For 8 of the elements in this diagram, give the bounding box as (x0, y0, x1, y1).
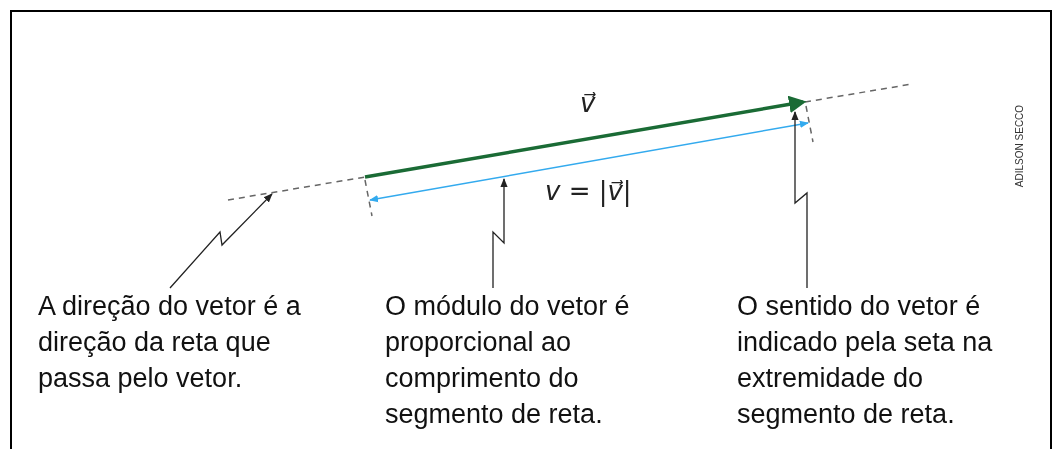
leader-line (169, 193, 273, 289)
vector-label: v⃗ (580, 90, 596, 116)
leader-line (492, 178, 508, 289)
illustrator-credit: ADILSON SECCO (1014, 103, 1026, 190)
callout-text: A direção do vetor é a direção da reta que passa pelo vetor. (38, 288, 328, 396)
callout-text: O módulo do vetor é proporcional ao comprimento do segmento de reta. (385, 288, 685, 432)
callout-text: O sentido do vetor é indicado pela seta na extremidade do segmento de reta. (737, 288, 1049, 432)
leader-line (791, 111, 808, 289)
